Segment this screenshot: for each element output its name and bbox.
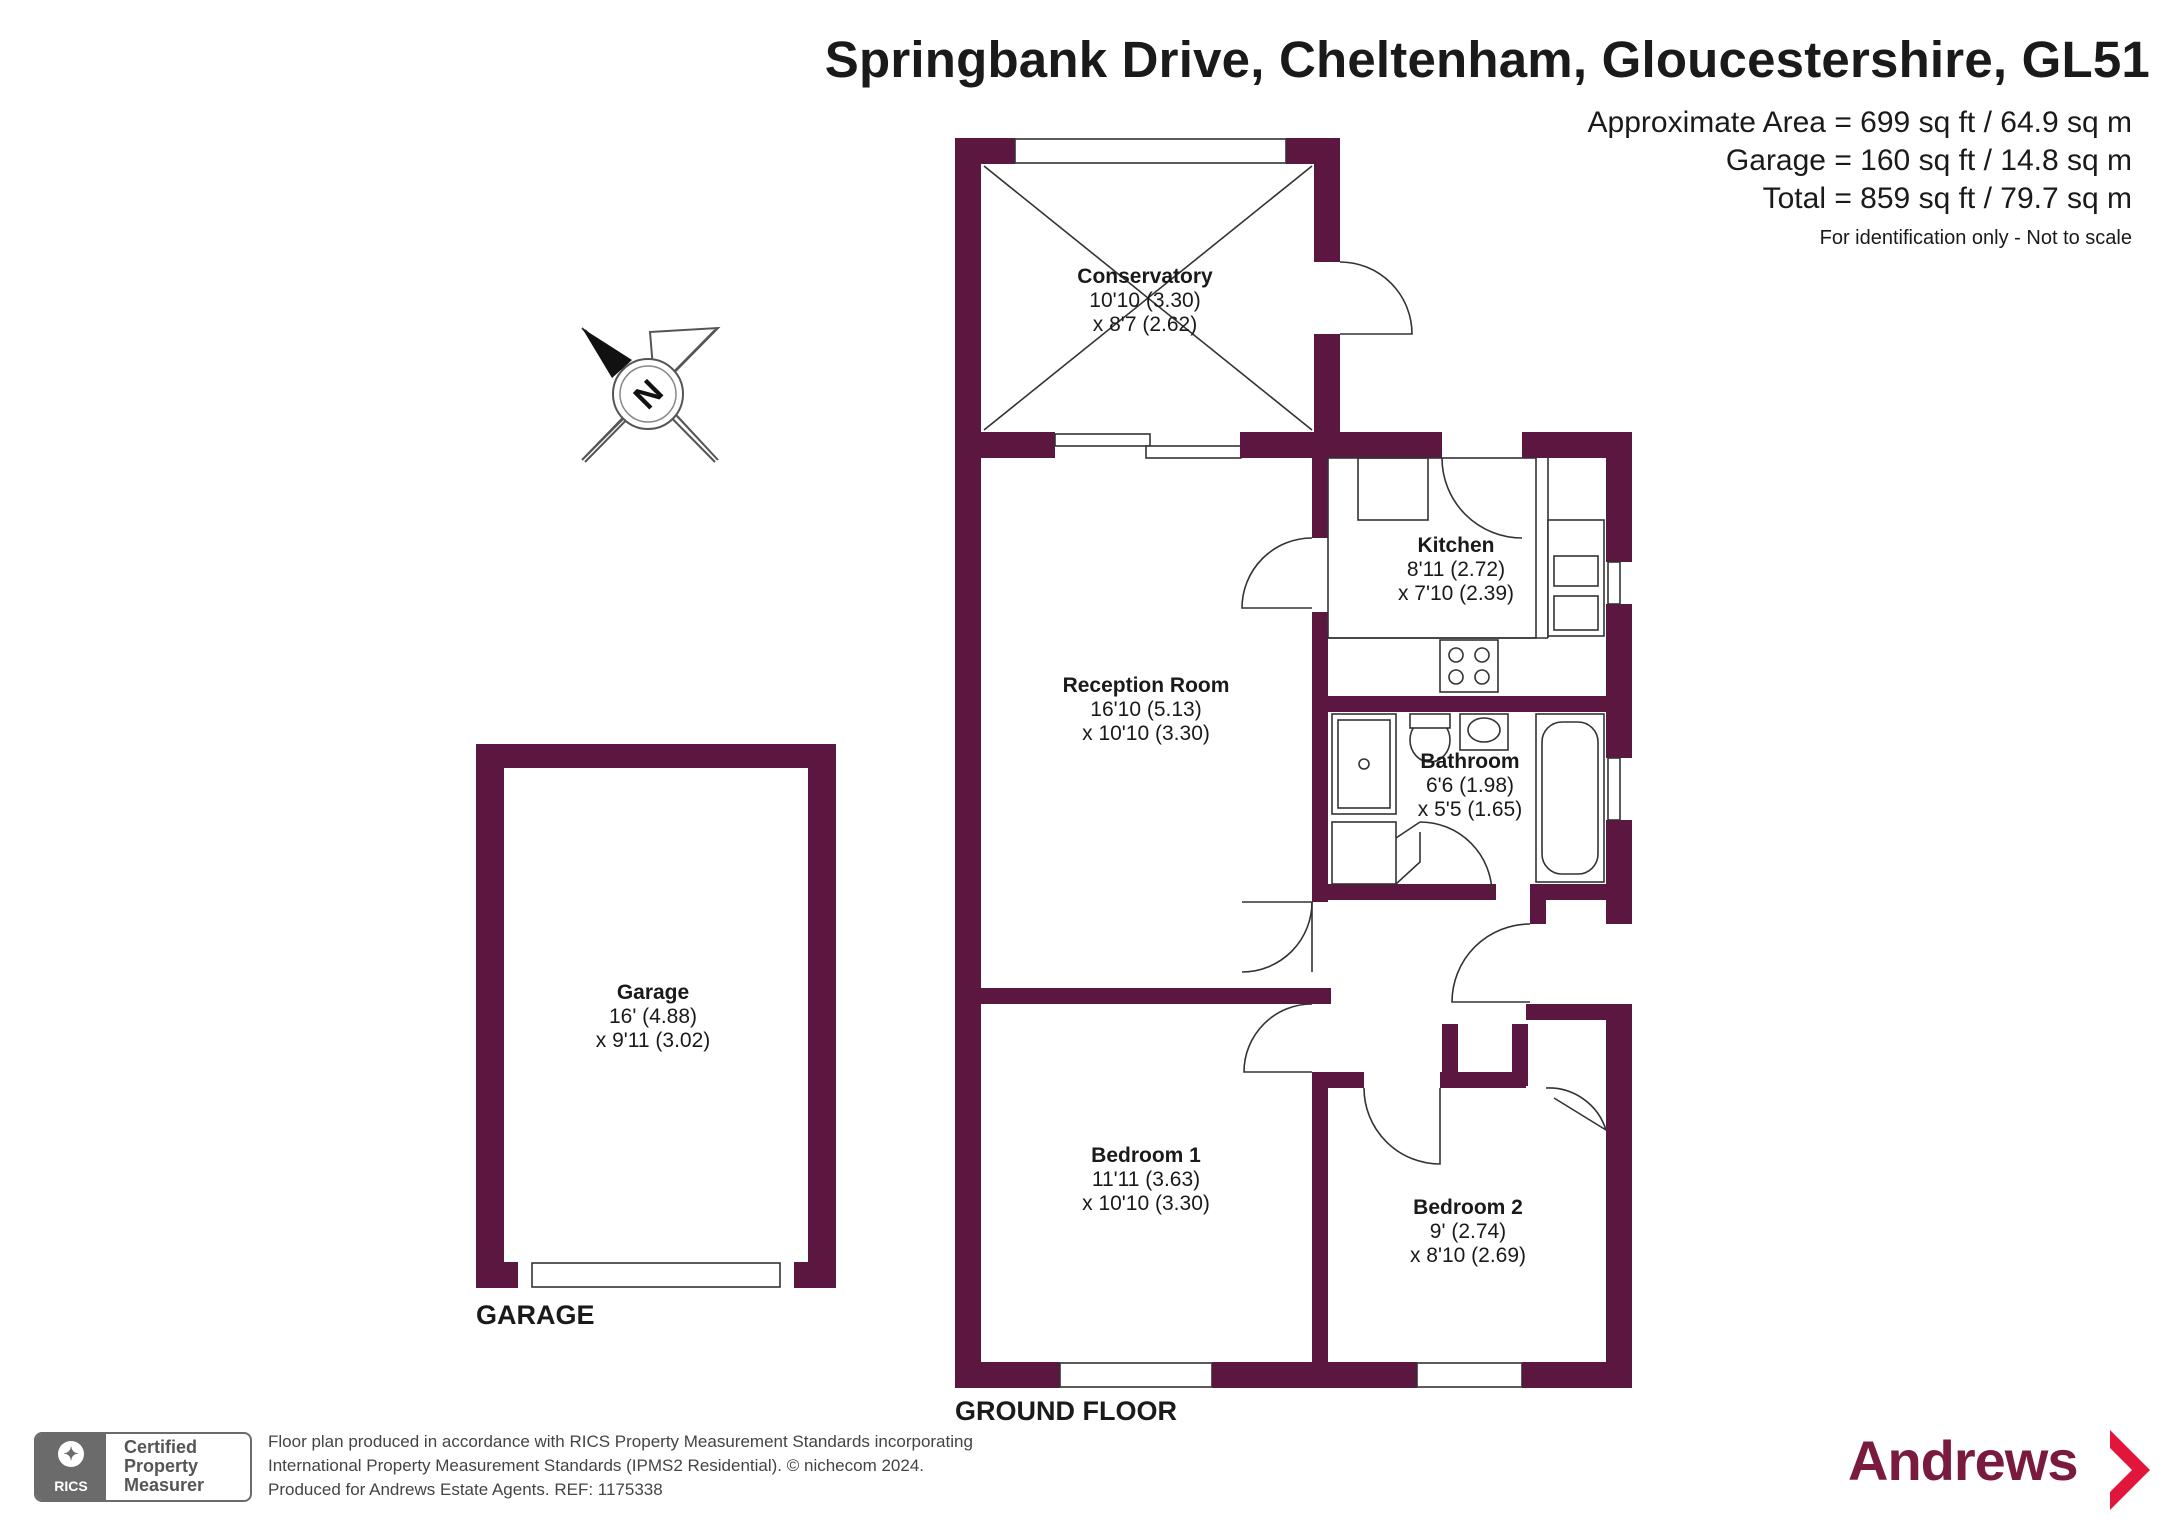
floor-label-garage: GARAGE xyxy=(476,1300,595,1330)
rics-line-3: Measurer xyxy=(124,1475,205,1495)
bedroom1-name: Bedroom 1 xyxy=(1091,1144,1201,1167)
label-bedroom1: Bedroom 1 11'11 (3.63) x 10'10 (3.30) xyxy=(1082,1144,1210,1215)
bathroom-name: Bathroom xyxy=(1420,750,1519,773)
rics-badge: ✦ RICS Certified Property Measurer xyxy=(34,1432,252,1502)
door-swings xyxy=(1241,457,1608,1165)
footer-line-1: Floor plan produced in accordance with R… xyxy=(268,1432,973,1451)
brand-logo-text: Andrews xyxy=(1848,1429,2078,1492)
floor-label-ground: GROUND FLOOR xyxy=(955,1396,1177,1426)
garage-dim2: x 9'11 (3.02) xyxy=(596,1029,711,1052)
label-reception: Reception Room 16'10 (5.13) x 10'10 (3.3… xyxy=(1063,674,1230,745)
bedroom2-dim1: 9' (2.74) xyxy=(1430,1220,1506,1243)
garage-walls xyxy=(476,744,836,1288)
bathroom-fixtures xyxy=(1331,713,1605,885)
total-area: Total = 859 sq ft / 79.7 sq m xyxy=(1762,182,2132,215)
compass-icon: N xyxy=(581,326,721,463)
reception-dim2: x 10'10 (3.30) xyxy=(1082,722,1210,745)
bedroom2-name: Bedroom 2 xyxy=(1413,1196,1523,1219)
reception-name: Reception Room xyxy=(1063,674,1230,697)
garage-area: Garage = 160 sq ft / 14.8 sq m xyxy=(1725,144,2132,177)
bedroom1-dim2: x 10'10 (3.30) xyxy=(1082,1192,1210,1215)
kitchen-name: Kitchen xyxy=(1417,534,1494,557)
footer-line-3: Produced for Andrews Estate Agents. REF:… xyxy=(268,1480,663,1499)
kitchen-fixtures xyxy=(1327,457,1605,693)
label-garage: Garage 16' (4.88) x 9'11 (3.02) xyxy=(596,981,711,1052)
garage-dim1: 16' (4.88) xyxy=(609,1005,697,1028)
house-walls xyxy=(955,432,1632,1388)
disclaimer-note: For identification only - Not to scale xyxy=(1819,227,2132,249)
rics-logo-icon: ✦ RICS xyxy=(36,1434,106,1500)
conservatory-dim1: 10'10 (3.30) xyxy=(1089,289,1200,312)
label-conservatory: Conservatory 10'10 (3.30) x 8'7 (2.62) xyxy=(1077,265,1213,336)
approximate-area: Approximate Area = 699 sq ft / 64.9 sq m xyxy=(1587,106,2132,139)
rics-line-1: Certified xyxy=(124,1437,198,1457)
label-kitchen: Kitchen 8'11 (2.72) x 7'10 (2.39) xyxy=(1398,534,1514,605)
footer-credits: Floor plan produced in accordance with R… xyxy=(268,1430,973,1502)
conservatory-walls xyxy=(955,138,1413,458)
label-bathroom: Bathroom 6'6 (1.98) x 5'5 (1.65) xyxy=(1418,750,1522,821)
rics-logo-text: RICS xyxy=(54,1478,88,1494)
kitchen-dim2: x 7'10 (2.39) xyxy=(1398,582,1514,605)
label-bedroom2: Bedroom 2 9' (2.74) x 8'10 (2.69) xyxy=(1410,1196,1526,1267)
kitchen-dim1: 8'11 (2.72) xyxy=(1407,558,1505,581)
conservatory-dim2: x 8'7 (2.62) xyxy=(1093,313,1197,336)
rics-certification-text: Certified Property Measurer xyxy=(124,1438,204,1495)
garage-name: Garage xyxy=(617,981,689,1004)
conservatory-name: Conservatory xyxy=(1077,265,1213,288)
brand-chevron-icon xyxy=(2110,1430,2150,1510)
page-title: Springbank Drive, Cheltenham, Gloucester… xyxy=(824,31,2150,88)
rics-line-2: Property xyxy=(124,1456,199,1476)
bedroom2-dim2: x 8'10 (2.69) xyxy=(1410,1244,1526,1267)
bathroom-dim1: 6'6 (1.98) xyxy=(1426,774,1514,797)
footer-line-2: International Property Measurement Stand… xyxy=(268,1456,925,1475)
bathroom-dim2: x 5'5 (1.65) xyxy=(1418,798,1522,821)
bedroom1-dim1: 11'11 (3.63) xyxy=(1092,1168,1200,1191)
reception-dim1: 16'10 (5.13) xyxy=(1090,698,1201,721)
